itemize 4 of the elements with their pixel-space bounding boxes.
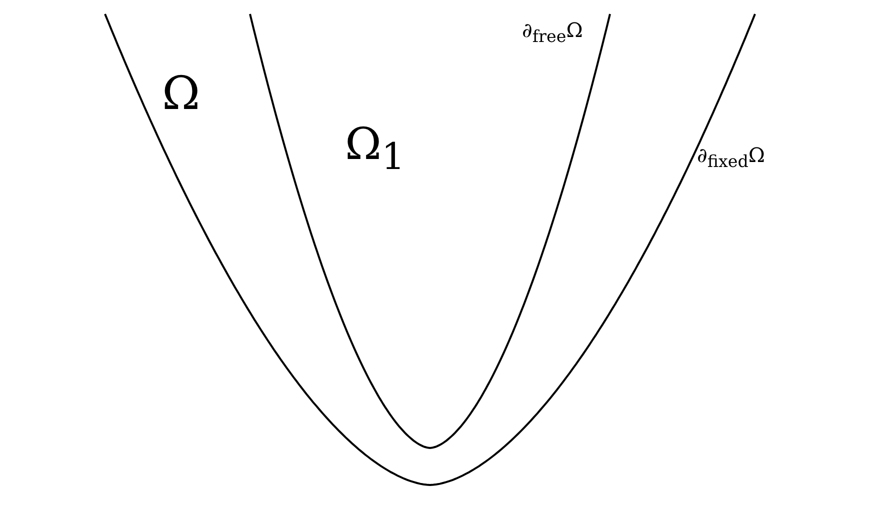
boundary-label: ∂$_{free}$Ω <box>522 20 583 46</box>
boundary-label: ∂$_{fixed}$Ω <box>697 145 765 171</box>
region-label: Ω <box>162 70 200 116</box>
region-label: Ω$_{1}$ <box>345 123 405 176</box>
